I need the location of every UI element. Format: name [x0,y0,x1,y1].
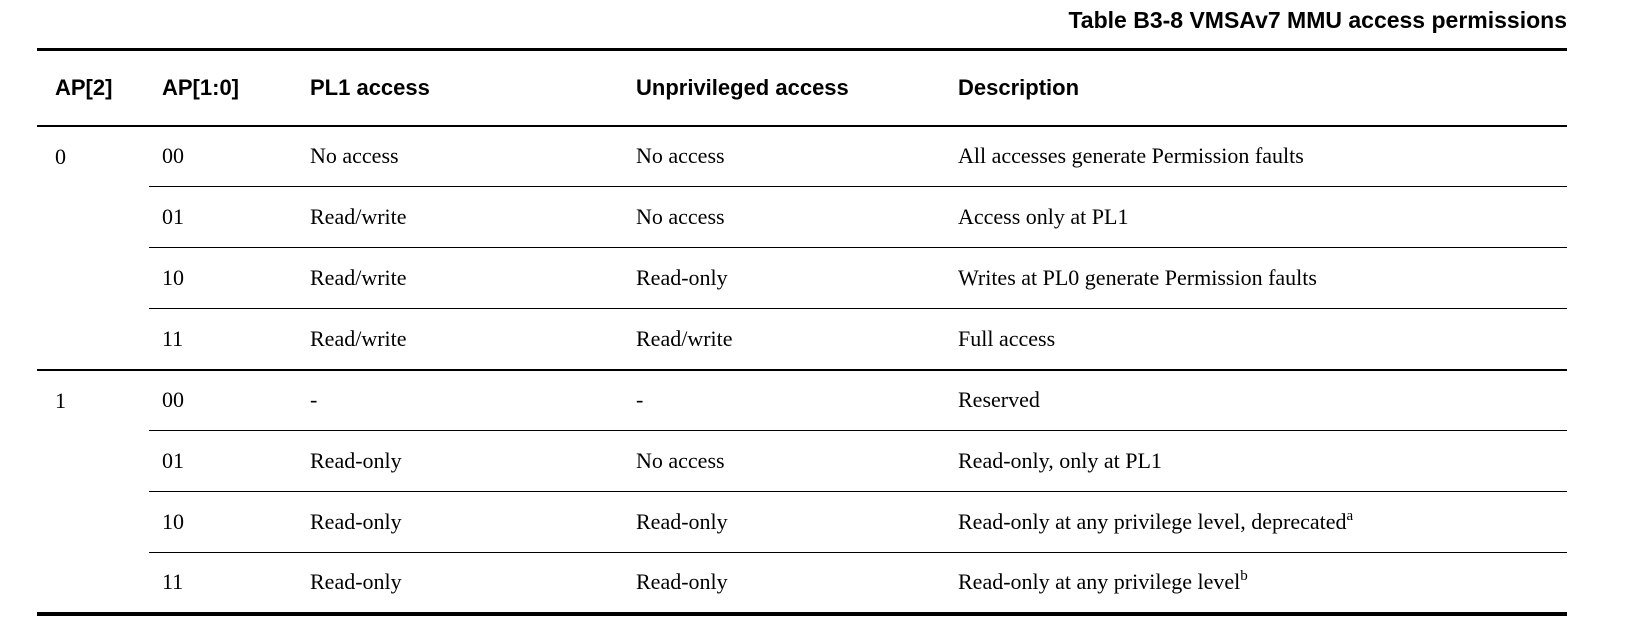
cell-ap2 [37,248,149,309]
cell-pl1-access: - [310,368,636,431]
cell-ap10: 11 [149,308,310,370]
cell-description: Read-only at any privilege level, deprec… [958,491,1567,553]
cell-ap10: 10 [149,247,310,309]
cell-ap2 [37,187,149,248]
cell-ap10: 11 [149,552,310,614]
cell-pl1-access: Read-only [310,491,636,553]
col-header-ap2: AP[2] [37,49,149,127]
cell-ap2 [37,553,149,614]
cell-ap10: 00 [149,368,310,431]
cell-unprivileged-access: Read-only [636,552,958,614]
cell-unprivileged-access: - [636,368,958,431]
col-header-unprivileged-access: Unprivileged access [636,49,958,127]
cell-description: Reserved [958,368,1567,431]
table-caption: Table B3-8 VMSAv7 MMU access permissions [1068,7,1567,33]
cell-pl1-access: Read/write [310,308,636,370]
footnote-marker: a [1346,508,1354,524]
cell-pl1-access: Read-only [310,430,636,492]
cell-description: Writes at PL0 generate Permission faults [958,247,1567,309]
cell-unprivileged-access: No access [636,186,958,248]
cell-description: All accesses generate Permission faults [958,143,1304,169]
cell-pl1-access: Read/write [310,186,636,248]
cell-ap2 [37,309,149,370]
cell-description: Read-only at any privilege levelb [958,552,1567,614]
cell-ap10: 10 [149,491,310,553]
cell-ap2: 1 [37,368,149,431]
cell-ap10: 01 [149,430,310,492]
col-header-pl1-access: PL1 access [310,49,636,127]
col-header-ap10: AP[1:0] [149,49,310,127]
footnote-marker: b [1240,568,1248,585]
cell-ap10: 01 [149,186,310,248]
cell-unprivileged-access: Read-only [636,247,958,309]
col-header-description: Description [958,49,1567,127]
header-row: AP[2] AP[1:0] PL1 access Unprivileged ac… [37,49,1567,127]
cell-pl1-access: Read/write [310,247,636,309]
cell-unprivileged-access: No access [636,430,958,492]
cell-ap10: 00 [162,143,184,169]
cell-ap2 [37,431,149,492]
cell-description: Read-only, only at PL1 [958,430,1567,492]
cell-ap2 [37,492,149,553]
cell-pl1-access: No access [310,143,399,169]
cell-pl1-access: Read-only [310,552,636,614]
permissions-table: AP[2] AP[1:0] PL1 access Unprivileged ac… [37,48,1567,616]
cell-unprivileged-access: Read/write [636,308,958,370]
cell-unprivileged-access: Read-only [636,491,958,553]
cell-description: Full access [958,308,1567,370]
table-header: AP[2] AP[1:0] PL1 access Unprivileged ac… [37,49,1567,127]
cell-unprivileged-access: No access [636,143,725,169]
cell-description: Access only at PL1 [958,186,1567,248]
cell-ap2: 0 [55,143,66,169]
